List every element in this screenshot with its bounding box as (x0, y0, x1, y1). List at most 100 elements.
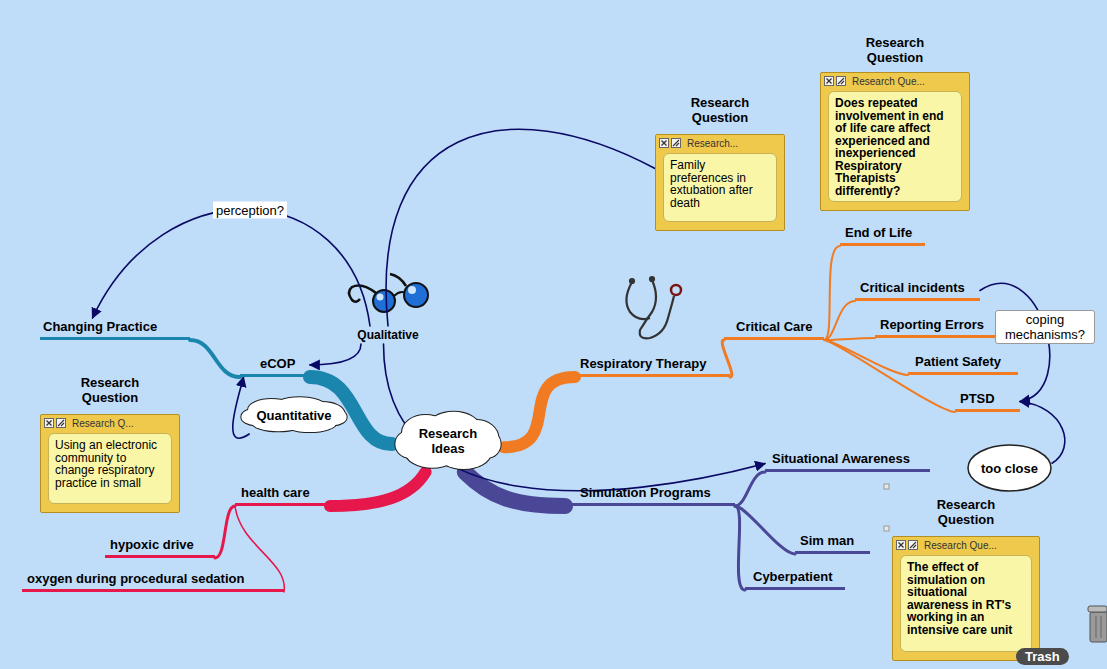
note-text: Family preferences in extubation after d… (670, 159, 770, 209)
topic-label: Qualitative (343, 326, 433, 344)
branch-line (735, 506, 795, 554)
glasses-icon (349, 274, 428, 312)
branch-topic: Sim man (795, 533, 870, 554)
branch-line (824, 338, 875, 340)
icon-frame (897, 541, 906, 550)
topic-text-wrap: Simulation Programs (580, 485, 711, 501)
branch-topic: oxygen during procedural sedation (22, 571, 284, 592)
topic-text: End of Life (845, 225, 912, 241)
resize-icon (56, 418, 66, 428)
topic-text-wrap: too close (981, 461, 1038, 476)
branch-line (824, 246, 840, 340)
topic-text-wrap: oxygen during procedural sedation (27, 571, 244, 587)
branch-topic: PTSD (955, 391, 1020, 412)
topic-text-wrap: Critical incidents (860, 280, 965, 296)
topic-text-wrap: Critical Care (736, 319, 813, 335)
cloud-fill (395, 412, 500, 469)
cloud-fill (241, 397, 346, 432)
topic-text-wrap: Sim man (800, 533, 854, 549)
topic-text: Simulation Programs (580, 485, 711, 501)
topic-text-wrap: Changing Practice (43, 319, 157, 335)
sticky-note: Research QuestionResearch...Family prefe… (655, 92, 785, 231)
glasses-arm (390, 274, 406, 286)
note-title: Research Que... (924, 540, 997, 551)
note-titlebar: Research Que... (821, 73, 969, 89)
trash-lid (1088, 606, 1107, 612)
sticky-note: Research QuestionResearch Q...Using an e… (40, 372, 180, 513)
cloud-topic: Research Ideas (392, 410, 504, 472)
note-text: The effect of simulation on situational … (907, 561, 1025, 636)
resize-icon (836, 76, 846, 86)
note-title: Research Q... (72, 418, 134, 429)
branch-topic: hypoxic drive (105, 537, 215, 558)
note-frame: Research Que... Does repeated involvement… (820, 72, 970, 211)
topic-text-wrap: hypoxic drive (110, 537, 194, 553)
branch-line (190, 340, 240, 377)
topic-text: oxygen during procedural sedation (27, 571, 244, 587)
topic-text: too close (981, 461, 1038, 476)
topic-text: Sim man (800, 533, 854, 549)
note-body: Does repeated involvement in end of life… (828, 91, 962, 202)
cloud-outline (241, 397, 346, 432)
relation-arrow (233, 377, 249, 438)
icon-frame (837, 77, 846, 86)
topic-text: health care (241, 485, 310, 501)
glasses-lens (373, 290, 395, 312)
relation-arrow (310, 344, 361, 365)
ellipse-topic: too close (967, 444, 1052, 492)
stethoscope-icon (626, 277, 681, 338)
icon-frame (660, 139, 669, 148)
topic-text-wrap: Reporting Errors (880, 317, 984, 333)
sticky-note: Research QuestionResearch Que... Does rep… (820, 32, 970, 211)
stethoscope-tube (626, 282, 650, 319)
lens-highlight (408, 286, 416, 294)
branch-line (824, 301, 855, 340)
topic-text-wrap: Cyberpatient (753, 569, 832, 585)
topic-text: hypoxic drive (110, 537, 194, 553)
icon-glyph (827, 79, 832, 84)
topic-text: Critical Care (736, 319, 813, 335)
note-frame: Research...Family preferences in extubat… (655, 134, 785, 231)
topic-text-wrap: Quantitative (256, 408, 331, 423)
branch-line (386, 129, 655, 326)
trash-icon (1088, 606, 1107, 642)
note-heading: Research Question (672, 92, 768, 125)
icon-glyph (899, 543, 904, 548)
branch-topic: Situational Awareness (765, 451, 930, 472)
trash-ribs (1096, 616, 1101, 638)
close-icon (44, 418, 54, 428)
branch-topic: Respiratory Therapy (575, 355, 730, 377)
note-heading: Research Question (918, 494, 1014, 527)
note-heading: Research Question (847, 32, 943, 65)
icon-frame (909, 541, 918, 550)
edge-label: perception? (213, 201, 287, 218)
branch-topic: End of Life (840, 225, 925, 246)
lens-highlight (377, 294, 384, 301)
topic-text-wrap: Research Ideas (413, 426, 483, 456)
icon-frame (57, 419, 66, 428)
topic-text-wrap: Qualitative (357, 328, 418, 342)
close-icon (659, 138, 669, 148)
handle (884, 526, 889, 531)
glasses-lens (404, 283, 428, 307)
topic-text: PTSD (960, 391, 995, 407)
topic-text: Situational Awareness (772, 451, 910, 467)
topic-text: Reporting Errors (880, 317, 984, 333)
topic-text: Patient Safety (915, 354, 1001, 370)
branch-topic: Cyberpatient (745, 569, 845, 590)
topic-text: Qualitative (357, 328, 418, 342)
ear-piece (650, 277, 654, 281)
icon-glyph (673, 140, 679, 146)
ellipse-outline (968, 445, 1051, 491)
branch-line (215, 506, 235, 558)
ear-piece (630, 279, 634, 283)
cloud-lobe (474, 430, 501, 457)
trash-label: Trash (1016, 648, 1069, 665)
topic-text: Cyberpatient (753, 569, 832, 585)
topic-text: Changing Practice (43, 319, 157, 335)
topic-text-wrap: End of Life (845, 225, 912, 241)
branch-topic: Simulation Programs (565, 484, 735, 506)
topic-text-wrap: eCOP (260, 356, 295, 372)
